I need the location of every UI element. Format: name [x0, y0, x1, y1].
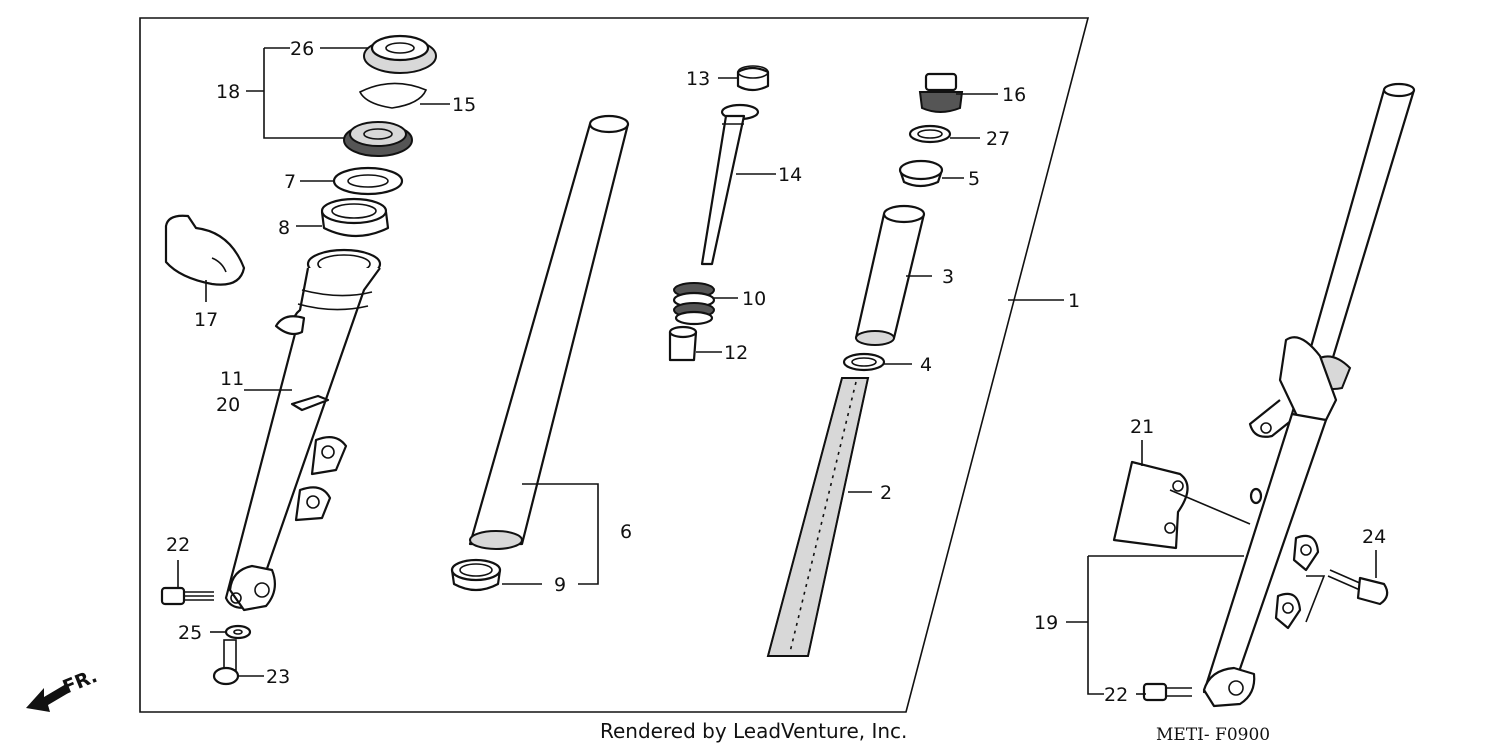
assembly-frame: [139, 17, 1090, 713]
callout-5: 5: [968, 168, 980, 190]
callout-9: 9: [554, 574, 566, 596]
part-12-oil-lock-piece: [668, 325, 698, 362]
part-23-socket-bolt: [212, 639, 240, 686]
part-22-bolt-right: [1142, 682, 1192, 702]
part-2-fork-spring: [766, 377, 870, 657]
part-21-guard-bracket: [1112, 460, 1189, 550]
front-direction-arrow: FR.: [26, 665, 100, 712]
part-17-fork-guard: [164, 214, 246, 286]
callout-3: 3: [942, 266, 954, 288]
callout-15: 15: [452, 94, 476, 116]
part-15-clip: [358, 82, 428, 109]
render-credit: Rendered by LeadVenture, Inc.: [600, 719, 907, 743]
callout-4: 4: [920, 354, 932, 376]
part-4-spring-seat: [842, 352, 886, 372]
callout-21: 21: [1130, 416, 1154, 438]
part-19-assembled-fork: [1202, 82, 1416, 708]
part-10-rebound-spring: [672, 282, 716, 326]
callout-10: 10: [742, 288, 766, 310]
part-16-fork-bolt: [918, 72, 964, 113]
callout-8: 8: [278, 217, 290, 239]
part-27-o-ring: [908, 124, 952, 144]
part-25-washer: [224, 624, 252, 640]
part-13-piston-ring: [736, 65, 770, 92]
part-22-bolt-left: [160, 586, 214, 606]
callout-7: 7: [284, 171, 296, 193]
callout-24: 24: [1362, 526, 1386, 548]
part-8-slider-bushing: [320, 197, 390, 238]
callout-2: 2: [880, 482, 892, 504]
callout-11: 11: [220, 368, 244, 390]
leader-lines: [177, 47, 1377, 695]
callout-19: 19: [1034, 612, 1058, 634]
front-direction-label: FR.: [60, 665, 101, 699]
callout-22-left: 22: [166, 534, 190, 556]
callout-12: 12: [724, 342, 748, 364]
part-18-oil-seal: [343, 121, 413, 157]
callout-17: 17: [194, 309, 218, 331]
callout-1: 1: [1068, 290, 1080, 312]
callout-20: 20: [216, 394, 240, 416]
callout-25: 25: [178, 622, 202, 644]
callout-6: 6: [620, 521, 632, 543]
part-6-fork-pipe: [468, 114, 630, 550]
callout-27: 27: [986, 128, 1010, 150]
part-5-spring-seat: [898, 159, 944, 188]
part-14-piston: [700, 103, 760, 266]
callout-16: 16: [1002, 84, 1026, 106]
part-3-spring-collar: [854, 204, 926, 346]
callout-23: 23: [266, 666, 290, 688]
callout-13: 13: [686, 68, 710, 90]
part-11-bottom-case: [224, 248, 382, 612]
part-26-dust-seal: [363, 34, 437, 74]
part-9-slide-bushing: [450, 558, 502, 592]
callout-14: 14: [778, 164, 802, 186]
callout-18: 18: [216, 81, 240, 103]
part-24-bolt: [1327, 569, 1389, 606]
diagram-code: METI- F0900: [1156, 725, 1270, 745]
callout-26: 26: [290, 38, 314, 60]
part-7-back-up-ring: [332, 166, 404, 196]
callout-22-right: 22: [1104, 684, 1128, 706]
